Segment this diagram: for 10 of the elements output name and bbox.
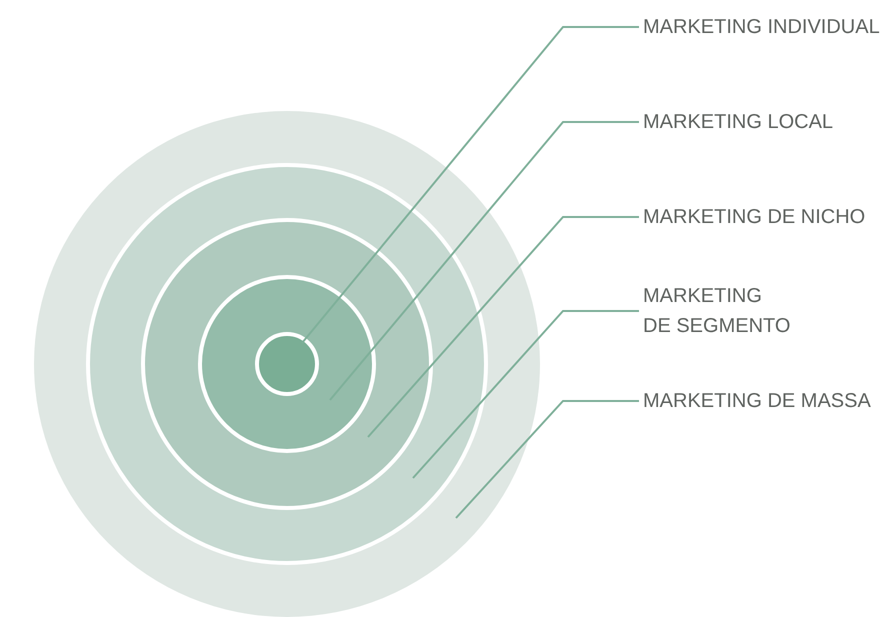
segment-label: MARKETING LOCAL <box>643 107 883 137</box>
leader-line <box>301 26 639 344</box>
leader-line <box>367 216 639 438</box>
segment-label: MARKETING DE SEGMENTO <box>643 281 793 341</box>
segment-label: MARKETING DE NICHO <box>643 202 883 232</box>
segment-label: MARKETING DE MASSA <box>643 386 883 416</box>
leader-line <box>412 310 639 479</box>
leader-line <box>329 121 639 401</box>
segment-label: MARKETING INDIVIDUAL <box>643 12 883 42</box>
leader-line <box>455 400 639 519</box>
